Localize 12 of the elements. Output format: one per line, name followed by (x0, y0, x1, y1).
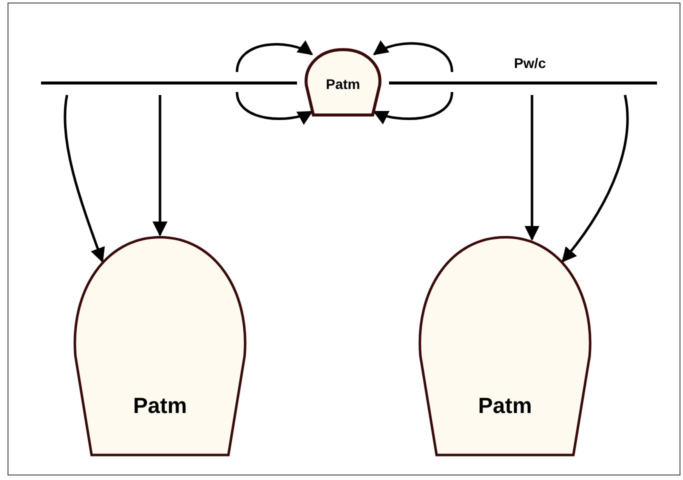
node-label: Patm (326, 76, 360, 92)
arrow (524, 95, 540, 241)
arrow (372, 40, 454, 72)
node-label: Patm (133, 393, 187, 419)
arrow (372, 92, 454, 124)
node-label: Patm (478, 393, 532, 419)
arrow (152, 95, 168, 236)
arrow (236, 40, 314, 72)
arrow (562, 94, 629, 263)
pressure-label: Pw/c (514, 55, 546, 71)
arrow (64, 94, 105, 263)
arrow (236, 92, 314, 124)
